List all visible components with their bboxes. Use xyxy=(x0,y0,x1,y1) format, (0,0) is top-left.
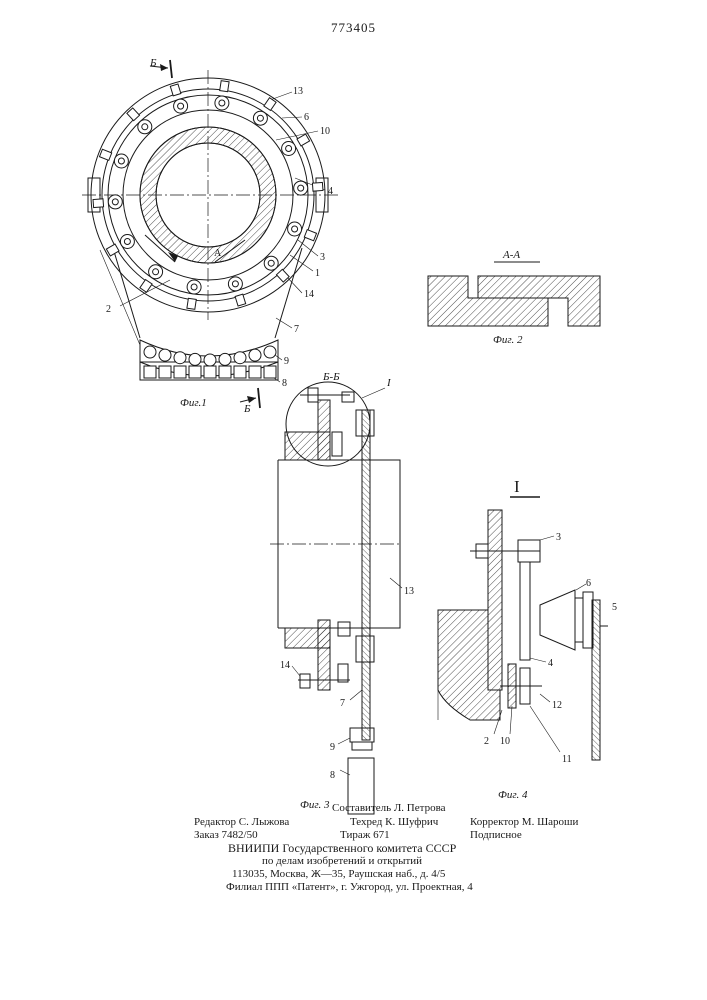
fig1-label-10: 10 xyxy=(320,126,330,137)
imprint-compiler: Составитель Л. Петрова xyxy=(332,802,446,815)
imprint-address: 113035, Москва, Ж—35, Раушская наб., д. … xyxy=(232,868,445,881)
roller-clamp xyxy=(114,154,128,168)
figure-4 xyxy=(438,497,608,760)
roller-clamp xyxy=(294,181,308,195)
fig1-label-4: 4 xyxy=(328,186,333,197)
clamp-lever xyxy=(106,244,119,256)
fig4-label-12: 12 xyxy=(552,700,562,711)
lower-chain-roller xyxy=(189,353,201,365)
fig3-detail-mark: I xyxy=(386,377,392,389)
fig1-label-7: 7 xyxy=(294,324,299,335)
clamp-lever xyxy=(235,294,246,306)
clamp-lever xyxy=(304,230,316,241)
fig1-label-1: 1 xyxy=(315,268,320,279)
imprint-org1: ВНИИПИ Государственного комитета СССР xyxy=(228,842,456,855)
fig4-caption: Фиг. 4 xyxy=(498,789,528,801)
lower-chain-block xyxy=(234,366,246,378)
clamp-lever xyxy=(312,182,323,191)
clamp-lever xyxy=(99,149,111,160)
lower-chain-roller xyxy=(159,349,171,361)
fig3-label-8: 8 xyxy=(330,770,335,781)
imprint-branch: Филиал ППП «Патент», г. Ужгород, ул. Про… xyxy=(226,881,473,894)
roller-clamp xyxy=(174,99,188,113)
fig4-label-11: 11 xyxy=(562,754,572,765)
lower-chain-roller xyxy=(219,353,231,365)
roller-clamp xyxy=(253,111,267,125)
fig1-label-13: 13 xyxy=(293,86,303,97)
roller-clamp xyxy=(108,195,122,209)
fig3-label-7: 7 xyxy=(340,698,345,709)
fig4-label-3: 3 xyxy=(556,532,561,543)
roller-clamp xyxy=(282,142,296,156)
fig4-label-2: 2 xyxy=(484,736,489,747)
fig1-caption: Фиг.1 xyxy=(180,397,207,409)
fig4-label-4: 4 xyxy=(548,658,553,669)
fig1-label-2: 2 xyxy=(106,304,111,315)
lower-chain-block xyxy=(249,366,261,378)
roller-clamp xyxy=(264,256,278,270)
fig1-label-14: 14 xyxy=(304,289,314,300)
clamp-lever xyxy=(276,269,289,282)
fig3-label-9: 9 xyxy=(330,742,335,753)
lower-chain-block xyxy=(264,366,276,378)
lower-chain-roller xyxy=(234,352,246,364)
figure-3 xyxy=(270,382,402,814)
lower-chain-roller xyxy=(249,349,261,361)
roller-clamp xyxy=(228,277,242,291)
fig2-title: А-А xyxy=(502,249,520,261)
lower-chain-roller xyxy=(264,346,276,358)
imprint-techred: Техред К. Шуфрич xyxy=(350,816,438,829)
fig4-label-10: 10 xyxy=(500,736,510,747)
clamp-lever xyxy=(93,199,104,208)
fig3-caption: Фиг. 3 xyxy=(300,799,330,811)
fig4-label-6: 6 xyxy=(586,578,591,589)
lower-chain-block xyxy=(189,366,201,378)
fig4-label-5: 5 xyxy=(612,602,617,613)
fig1-section-mark-top: Б xyxy=(149,57,157,69)
lower-chain-roller xyxy=(174,352,186,364)
roller-clamp xyxy=(288,222,302,236)
imprint-org2: по делам изобретений и открытий xyxy=(262,855,422,868)
lower-chain-block xyxy=(219,366,231,378)
fig1-label-8: 8 xyxy=(282,378,287,389)
imprint-subscription: Подписное xyxy=(470,829,522,842)
fig1-label-9: 9 xyxy=(284,356,289,367)
lower-chain-block xyxy=(204,366,216,378)
lower-chain-roller xyxy=(204,354,216,366)
fig1-arrow-label: А xyxy=(214,248,222,259)
fig1-label-6: 6 xyxy=(304,112,309,123)
fig4-title: I xyxy=(514,477,520,496)
fig1-section-mark-bottom: Б xyxy=(243,403,251,415)
imprint-corrector: Корректор М. Шароши xyxy=(470,816,578,829)
roller-clamp xyxy=(138,120,152,134)
lower-chain-block xyxy=(144,366,156,378)
lower-chain-roller xyxy=(144,346,156,358)
fig3-title: Б-Б xyxy=(322,371,340,383)
roller-clamp xyxy=(215,96,229,110)
lower-chain-block xyxy=(159,366,171,378)
fig1-label-3: 3 xyxy=(320,252,325,263)
clamp-lever xyxy=(220,81,229,92)
lower-chain-block xyxy=(174,366,186,378)
fig3-label-14: 14 xyxy=(280,660,290,671)
roller-clamp xyxy=(120,235,134,249)
figure-2 xyxy=(428,262,600,326)
imprint-editor: Редактор С. Лыжова xyxy=(194,816,289,829)
clamp-lever xyxy=(264,98,276,111)
clamp-lever xyxy=(187,298,196,309)
fig2-caption: Фиг. 2 xyxy=(493,334,523,346)
roller-clamp xyxy=(149,265,163,279)
clamp-lever xyxy=(170,84,181,96)
roller-clamp xyxy=(187,280,201,294)
clamp-lever xyxy=(127,108,140,121)
fig3-label-13: 13 xyxy=(404,586,414,597)
clamp-lever xyxy=(297,134,310,146)
